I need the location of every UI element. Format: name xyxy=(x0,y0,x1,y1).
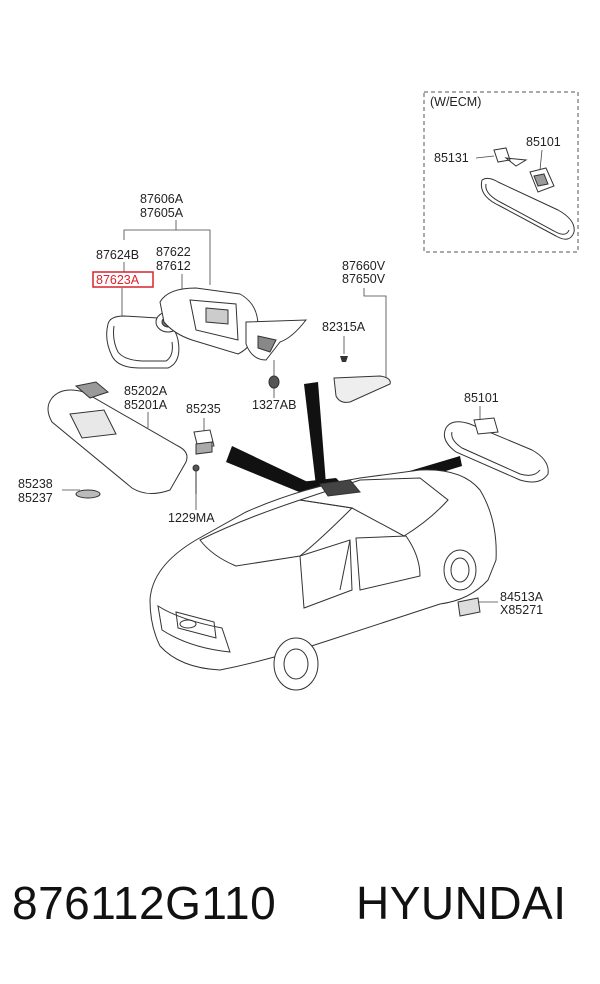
label-85237: 85237 xyxy=(18,491,53,505)
inside-mirror-drawing xyxy=(443,421,549,483)
label-87624B: 87624B xyxy=(96,248,139,262)
ecm-mirror-drawing xyxy=(480,147,575,240)
ecm-group: (W/ECM) 85101 85131 xyxy=(423,91,579,253)
ecm-label-85131: 85131 xyxy=(434,151,469,165)
car-drawing xyxy=(149,469,497,691)
garnish-group: 87660V 87650V 82315A xyxy=(322,259,391,403)
label-85235: 85235 xyxy=(186,402,221,416)
sunvisor-group: 85202A 85201A 85235 85238 85237 1229MA xyxy=(18,381,221,525)
car-label-group: 84513A X85271 xyxy=(457,590,544,617)
label-87606A: 87606A xyxy=(140,192,184,206)
label-plate-drawing xyxy=(457,597,481,617)
label-85202A: 85202A xyxy=(124,384,168,398)
label-X85271: X85271 xyxy=(500,603,543,617)
garnish-drawing xyxy=(333,375,391,403)
ecm-title: (W/ECM) xyxy=(430,95,481,109)
label-82315A: 82315A xyxy=(322,320,366,334)
front-wheel xyxy=(443,549,477,591)
label-85238: 85238 xyxy=(18,477,53,491)
ecm-dashed-box xyxy=(423,91,579,253)
ecm-label-85101: 85101 xyxy=(526,135,561,149)
label-1229MA: 1229MA xyxy=(168,511,215,525)
label-1327AB: 1327AB xyxy=(252,398,296,412)
label-87650V: 87650V xyxy=(342,272,386,286)
label-85101: 85101 xyxy=(464,391,499,405)
label-87623A: 87623A xyxy=(96,273,140,287)
label-87660V: 87660V xyxy=(342,259,386,273)
label-87605A: 87605A xyxy=(140,206,184,220)
label-85201A: 85201A xyxy=(124,398,168,412)
brand-name: HYUNDAI xyxy=(356,877,567,929)
outside-mirror-group: 87606A 87605A 87624B 87622 87612 87623A … xyxy=(92,192,308,412)
label-87612: 87612 xyxy=(156,259,191,273)
label-84513A: 84513A xyxy=(500,590,544,604)
label-87622: 87622 xyxy=(156,245,191,259)
rear-wheel xyxy=(273,637,319,691)
highlight-box-87623A xyxy=(92,271,154,288)
part-number: 876112G110 xyxy=(12,877,277,929)
inside-mirror-group: 85101 xyxy=(443,391,549,483)
